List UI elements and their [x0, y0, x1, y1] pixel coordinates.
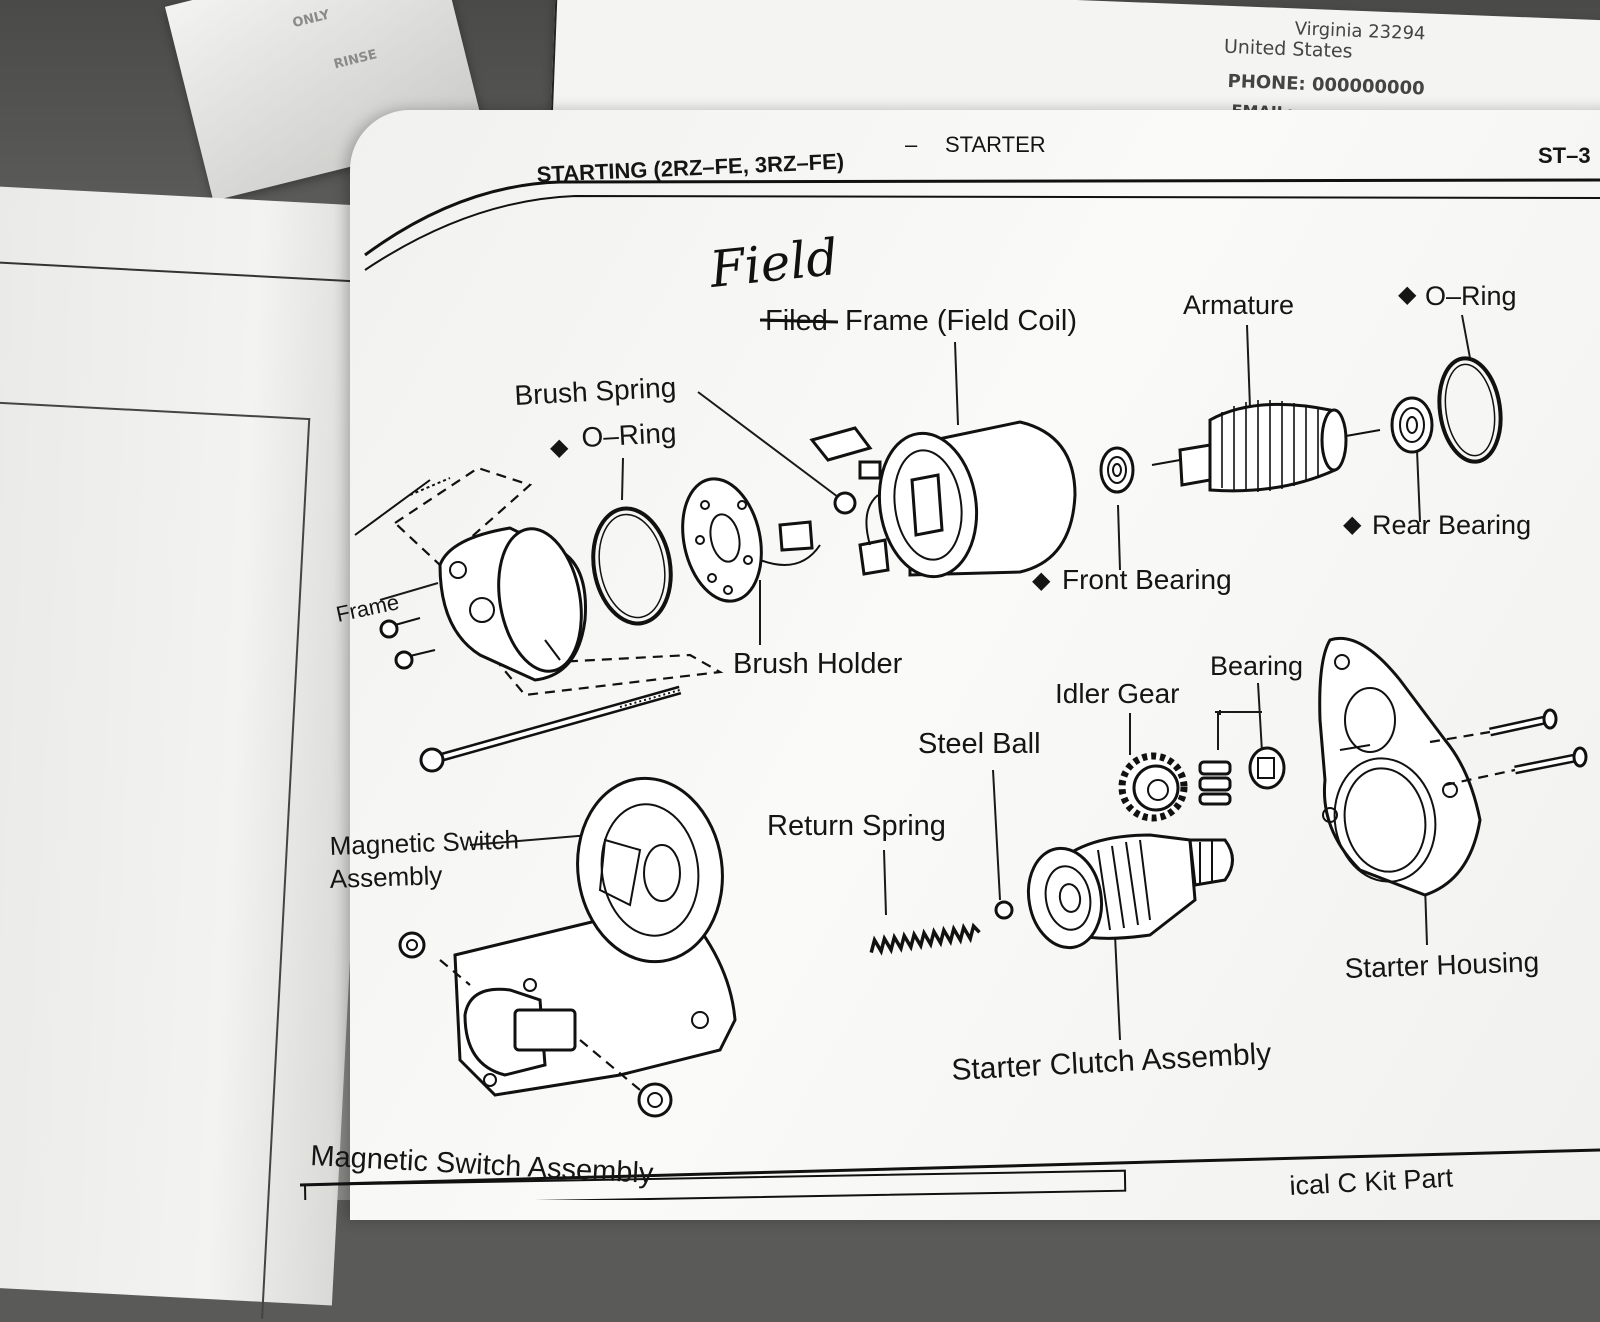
part-rear-bearing	[1390, 396, 1434, 454]
part-o-ring-top	[1437, 356, 1503, 464]
label-o-ring-top: O–Ring	[1425, 281, 1517, 311]
label-field-frame: Frame (Field Coil)	[845, 305, 1077, 337]
label-brush-holder: Brush Holder	[733, 648, 903, 680]
part-steel-ball	[994, 900, 1014, 920]
part-front-bearing	[1099, 446, 1135, 494]
label-brush-spring: Brush Spring	[514, 372, 677, 411]
part-return-spring	[869, 922, 981, 956]
part-brush-spring-and-brushes	[809, 426, 890, 576]
header-rule-upper	[364, 178, 1600, 257]
label-front-bearing: Front Bearing	[1062, 564, 1232, 595]
part-brush-holder	[681, 477, 821, 603]
starter-diagram: STARTING (2RZ–FE, 3RZ–FE) – STARTER ST–3…	[299, 132, 1600, 1200]
part-starter-housing	[1318, 636, 1588, 897]
label-return-spring: Return Spring	[767, 810, 946, 842]
subsection-title: STARTER	[945, 132, 1046, 157]
footer-rule	[299, 1148, 1600, 1187]
part-through-bolt	[419, 685, 682, 773]
part-idler-gear	[1118, 752, 1188, 822]
part-starter-clutch	[1026, 833, 1234, 950]
label-magnetic-switch-2: Assembly	[329, 860, 443, 894]
part-field-frame	[877, 420, 1077, 579]
page-code: ST–3	[1538, 143, 1591, 168]
label-starter-clutch: Starter Clutch Assembly	[951, 1037, 1272, 1087]
header-rule-lower	[364, 194, 1600, 271]
label-idler-gear: Idler Gear	[1055, 678, 1180, 709]
label-steel-ball: Steel Ball	[918, 728, 1041, 760]
label-rear-bearing: Rear Bearing	[1372, 510, 1531, 540]
strike-through-line	[759, 318, 839, 324]
footer-kit-text: ical C Kit Part	[1289, 1162, 1454, 1200]
diamond-rear-bearing: ◆	[1343, 511, 1362, 538]
label-o-ring-left: O–Ring	[581, 417, 677, 453]
label-armature: Armature	[1183, 290, 1294, 320]
label-starter-housing: Starter Housing	[1344, 946, 1540, 984]
handwritten-field: Field	[706, 228, 841, 299]
part-end-frame	[354, 466, 724, 697]
part-o-ring-left	[591, 506, 673, 626]
part-bearing-rollers	[1198, 746, 1286, 806]
diamond-front-bearing: ◆	[1032, 567, 1051, 594]
label-bearing: Bearing	[1210, 651, 1303, 681]
part-magnetic-switch-assembly	[398, 776, 737, 1118]
part-armature	[1151, 400, 1381, 493]
diamond-o-ring-left: ◆	[550, 434, 569, 461]
footer-table-box	[303, 1169, 1127, 1200]
leader-lines	[379, 314, 1471, 1041]
header-dash: –	[905, 132, 918, 157]
diamond-o-ring-top: ◆	[1398, 281, 1417, 308]
